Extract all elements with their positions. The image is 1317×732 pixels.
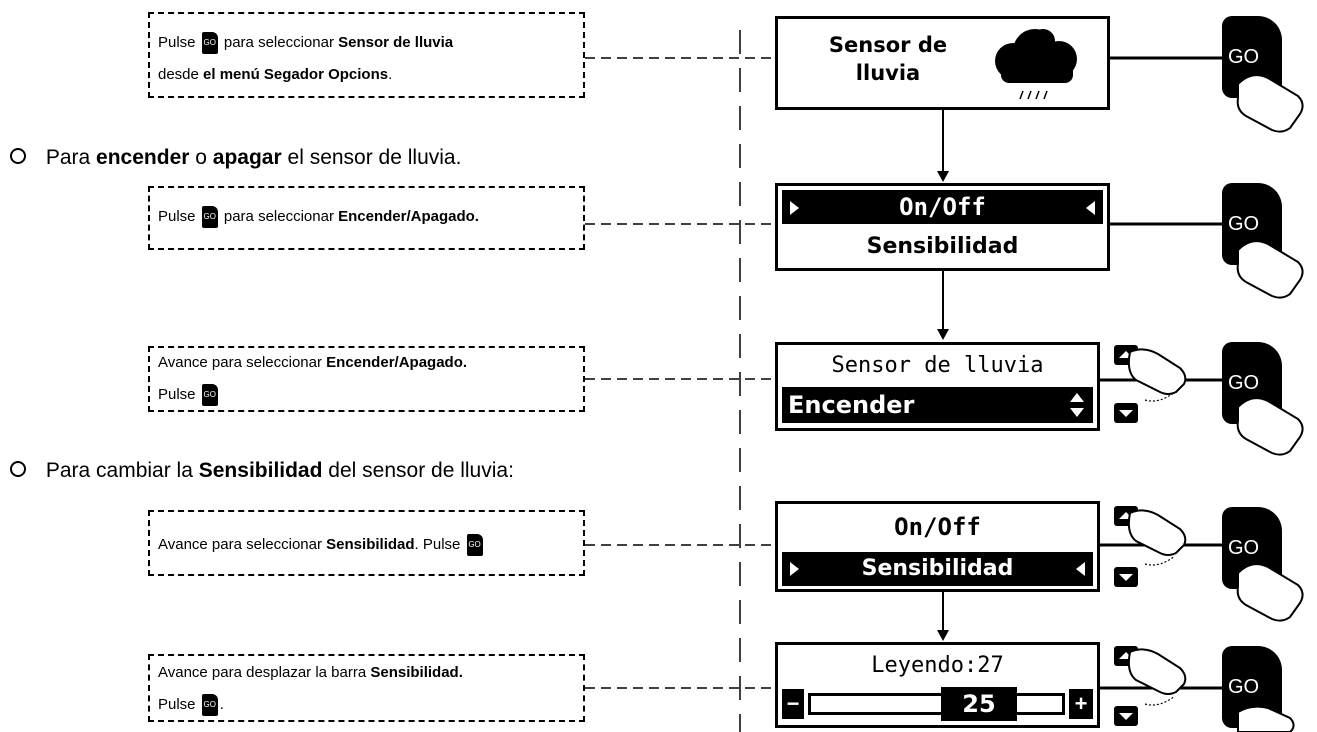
instruction-3-line-1: Avance para seleccionar Encender/Apagado…	[158, 348, 467, 377]
bullet-bold-text: apagar	[212, 146, 282, 169]
slider-track	[808, 693, 1065, 715]
instruction-1-line-2: desde el menú Segador Opcions.	[158, 60, 392, 89]
bullet-text: o	[195, 146, 207, 169]
down-arrow-icon	[1119, 574, 1133, 581]
instruction-text: Pulse	[158, 386, 196, 403]
slider-thumb: 25	[941, 687, 1017, 721]
instruction-bold-text: el menú Segador Opcions	[203, 66, 389, 83]
down-arrow-button[interactable]	[1114, 403, 1138, 423]
bullet-bold-text: Sensibilidad	[198, 459, 323, 482]
instruction-text: Pulse	[158, 34, 196, 51]
go-button-icon: GO	[201, 694, 218, 717]
instruction-box-1	[148, 12, 585, 98]
screen-title-line-2: lluvia	[855, 61, 921, 85]
instruction-text: Avance para desplazar la barra	[158, 664, 367, 681]
lcd-screen-sensitivity-menu: On/Off Sensibilidad	[775, 501, 1100, 592]
instruction-5-line-1: Avance para desplazar la barra Sensibili…	[158, 658, 463, 687]
go-button-icon: GO	[201, 206, 218, 229]
lcd-screen-on-off-menu: On/Off Sensibilidad	[775, 183, 1110, 271]
lcd-screen-enable: Sensor de lluvia Encender	[775, 342, 1100, 431]
go-button-label: GO	[1228, 46, 1260, 68]
selection-arrow-right-icon	[790, 562, 799, 576]
down-arrow-button[interactable]	[1114, 706, 1138, 726]
instruction-box-2	[148, 186, 585, 250]
selection-arrow-left-icon	[1086, 201, 1095, 215]
slider-minus: −	[782, 689, 804, 719]
instruction-bold-text: Sensor de lluvia	[338, 34, 454, 51]
selection-arrow-right-icon	[790, 201, 799, 215]
instruction-text: Avance para seleccionar	[158, 536, 322, 553]
instruction-3-line-2: Pulse GO	[158, 380, 220, 409]
bullet-sensitivity: Para cambiar la Sensibilidad del sensor …	[10, 459, 514, 483]
slider-plus: +	[1069, 689, 1093, 719]
instruction-box-4	[148, 510, 585, 576]
instruction-text: Avance para seleccionar	[158, 354, 322, 371]
instruction-text: Pulse	[158, 208, 196, 225]
instruction-5-line-2: Pulse GO.	[158, 690, 224, 719]
screen-title: Sensor de lluvia	[778, 351, 1097, 381]
selection-arrow-left-icon	[1076, 562, 1085, 576]
up-down-arrows-icon	[1070, 393, 1084, 417]
instruction-text: .	[219, 696, 224, 713]
instruction-bold-text: Sensibilidad	[326, 536, 415, 553]
bullet-text: Para cambiar la	[45, 459, 193, 482]
go-button-icon: GO	[201, 384, 218, 407]
lcd-screen-sensitivity-slider: Leyendo:27 − 25 +	[775, 642, 1100, 728]
menu-row: Sensibilidad	[778, 232, 1107, 262]
bullet-text: Para	[45, 146, 91, 169]
up-arrow-icon	[1119, 652, 1133, 659]
go-button-label: GO	[1228, 213, 1260, 235]
lcd-screen-rain-sensor: Sensor de lluvia	[775, 16, 1110, 110]
instruction-bold-text: Sensibilidad.	[370, 664, 463, 681]
screen-title: Sensor de lluvia	[818, 31, 958, 87]
bullet-text: el sensor de lluvia.	[287, 146, 462, 169]
instruction-text: desde	[158, 66, 199, 83]
circle-bullet-icon	[10, 461, 26, 478]
instruction-text: Pulse	[158, 696, 196, 713]
down-arrow-icon	[1119, 410, 1133, 417]
instruction-bold-text: Encender/Apagado.	[326, 354, 468, 371]
menu-item-sensitivity: Sensibilidad	[866, 234, 1019, 259]
instruction-text: .	[388, 66, 393, 83]
menu-item-on-off: On/Off	[899, 193, 986, 221]
reading-text: Leyendo:27	[871, 653, 1004, 678]
go-button-label: GO	[1228, 676, 1260, 698]
menu-row-selected: Sensibilidad	[782, 552, 1093, 586]
menu-row-selected: On/Off	[782, 190, 1103, 224]
instruction-text: . Pulse	[414, 536, 461, 553]
bullet-bold-text: encender	[96, 146, 190, 169]
up-arrow-icon	[1119, 512, 1133, 519]
go-button-label: GO	[1228, 537, 1260, 559]
reading-label: Leyendo:27	[778, 651, 1097, 681]
instruction-4-line-1: Avance para seleccionar Sensibilidad. Pu…	[158, 530, 485, 559]
instruction-text: para seleccionar	[223, 34, 334, 51]
instruction-bold-text: Encender/Apagado.	[338, 208, 479, 225]
up-arrow-icon	[1119, 351, 1133, 358]
slider-value: 25	[962, 690, 996, 718]
go-button-icon: GO	[201, 32, 218, 55]
value-encender: Encender	[788, 391, 915, 419]
menu-item-sensitivity: Sensibilidad	[861, 556, 1014, 581]
bullet-text: del sensor de lluvia:	[328, 459, 514, 482]
circle-bullet-icon	[10, 148, 26, 165]
rain-cloud-icon	[995, 29, 1077, 100]
screen-title-line-1: Sensor de	[828, 33, 948, 57]
menu-item-on-off: On/Off	[894, 513, 981, 541]
down-arrow-icon	[1119, 713, 1133, 720]
screen-title-text: Sensor de lluvia	[831, 353, 1044, 378]
value-selector: Encender	[782, 387, 1093, 423]
instruction-box-5	[148, 654, 585, 722]
instruction-1-line-1: Pulse GO para seleccionar Sensor de lluv…	[158, 28, 453, 57]
go-button-label: GO	[1228, 372, 1260, 394]
bullet-on-off: Para encender o apagar el sensor de lluv…	[10, 146, 461, 170]
go-button-icon: GO	[466, 534, 483, 557]
instruction-box-3	[148, 346, 585, 412]
instruction-text: para seleccionar	[223, 208, 334, 225]
instruction-2-line-1: Pulse GO para seleccionar Encender/Apaga…	[158, 202, 479, 231]
menu-row: On/Off	[778, 512, 1097, 542]
down-arrow-button[interactable]	[1114, 567, 1138, 587]
